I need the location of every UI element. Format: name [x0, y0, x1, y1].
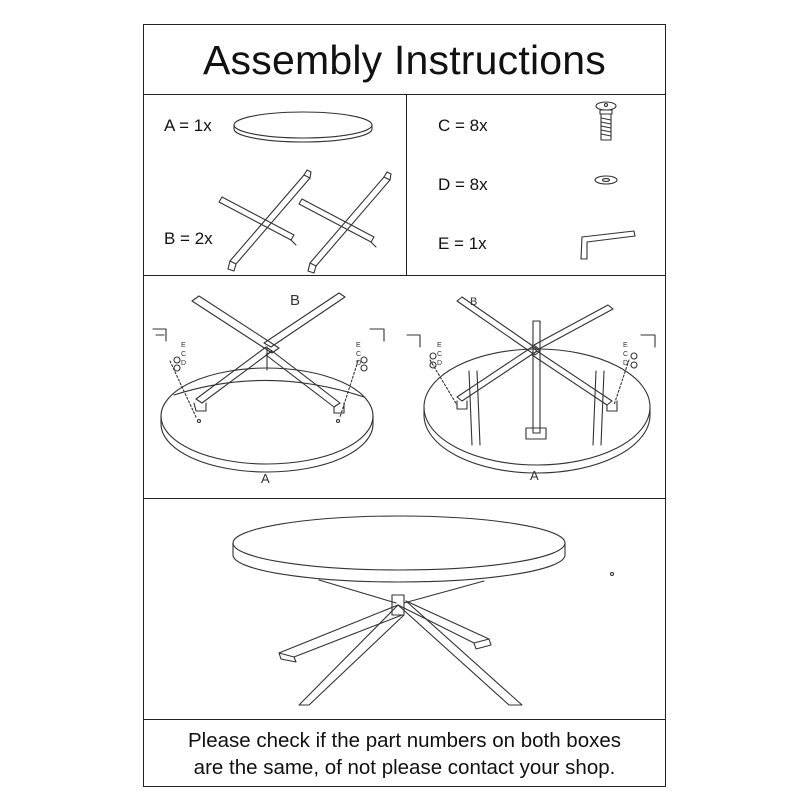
part-b-label: B = 2x — [164, 229, 213, 248]
callout-letter: E — [437, 342, 442, 349]
page-title: Assembly Instructions — [203, 37, 606, 83]
callout-letter: C — [623, 351, 628, 358]
step2-illustration: B A E C D E C D — [406, 296, 656, 483]
step1-illustration: B A E C D E C D — [152, 292, 385, 486]
part-e-label: E = 1x — [438, 234, 487, 253]
instruction-sheet: Assembly Instructions A = 1x B = 2x C = … — [143, 24, 666, 787]
step1-top-label: A — [261, 471, 270, 486]
cross-leg-frame-icon — [218, 169, 392, 274]
note-line-1: Please check if the part numbers on both… — [187, 729, 622, 752]
step1-frame-label: B — [290, 292, 300, 309]
part-d-label: D = 8x — [438, 175, 488, 194]
divider — [144, 498, 665, 499]
callout-letter: E — [181, 342, 186, 349]
callout-letter: E — [623, 342, 628, 349]
callout-letter: D — [437, 360, 442, 367]
divider — [406, 94, 407, 275]
callout-letter: E — [356, 342, 361, 349]
part-a-label: A = 1x — [164, 116, 212, 135]
assembled-table-illustration — [232, 515, 615, 706]
callout-letter: D — [181, 360, 186, 367]
tabletop-icon — [233, 111, 373, 143]
part-c-label: C = 8x — [438, 116, 488, 135]
note-line-2: are the same, of not please contact your… — [193, 756, 616, 779]
parts-check-note: Please check if the part numbers on both… — [144, 727, 665, 781]
divider — [144, 275, 665, 276]
divider — [144, 719, 665, 720]
bolt-icon — [595, 101, 617, 141]
callout-letter: C — [181, 351, 186, 358]
step2-top-label: A — [530, 468, 539, 483]
callout-letter: D — [623, 360, 628, 367]
callout-letter: C — [437, 351, 442, 358]
callout-letter: C — [356, 351, 361, 358]
step2-frame-label: B — [470, 296, 477, 308]
washer-icon — [594, 175, 618, 185]
callout-letter: D — [356, 360, 361, 367]
allen-key-icon — [580, 230, 636, 260]
divider — [144, 94, 665, 95]
